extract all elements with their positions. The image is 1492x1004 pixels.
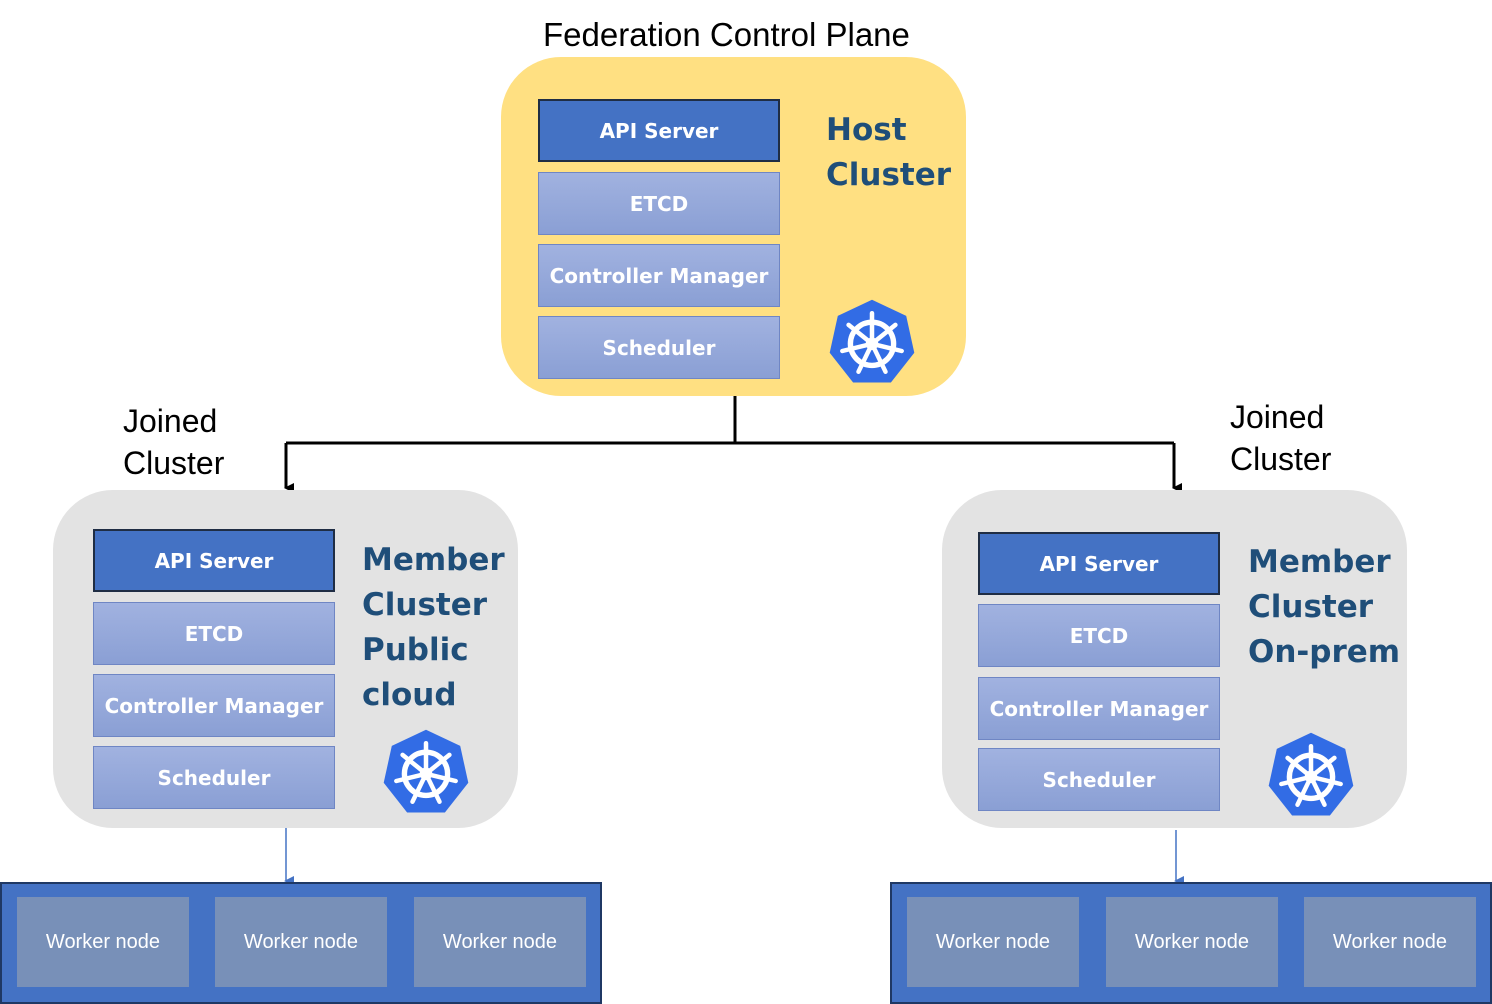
host-cluster-label: Host Cluster [826,108,951,198]
left-joined-cluster-label: Joined Cluster [123,400,224,484]
worker-node: Worker node [17,897,189,987]
worker-node: Worker node [1106,897,1278,987]
kubernetes-icon [1268,732,1354,816]
right-worker-node-group: Worker node Worker node Worker node [890,882,1492,1004]
right-label-line: Member [1248,544,1391,580]
joined-label-line: Cluster [123,445,225,481]
right-label-line: Cluster [1248,589,1374,625]
right-cluster-label: Member Cluster On-prem [1248,540,1400,675]
right-controller-manager: Controller Manager [978,677,1220,740]
left-worker-node-group: Worker node Worker node Worker node [0,882,602,1004]
right-api-server: API Server [978,532,1220,595]
worker-node: Worker node [215,897,387,987]
left-label-line: Member [362,542,505,578]
host-label-line: Cluster [826,157,952,193]
host-controller-manager: Controller Manager [538,244,780,307]
joined-label-line: Cluster [1230,441,1332,477]
right-joined-cluster-label: Joined Cluster [1230,396,1331,480]
right-label-line: On-prem [1248,634,1401,670]
kubernetes-icon [829,299,915,383]
page-title: Federation Control Plane [543,16,910,53]
left-api-server: API Server [93,529,335,592]
host-scheduler: Scheduler [538,316,780,379]
left-etcd: ETCD [93,602,335,665]
host-etcd: ETCD [538,172,780,235]
left-member-cluster-box: API Server ETCD Controller Manager Sched… [53,490,518,828]
worker-node: Worker node [1304,897,1476,987]
left-label-line: Public [362,632,469,668]
left-label-line: cloud [362,677,457,713]
left-scheduler: Scheduler [93,746,335,809]
host-label-line: Host [826,112,907,148]
left-controller-manager: Controller Manager [93,674,335,737]
left-label-line: Cluster [362,587,488,623]
worker-node: Worker node [414,897,586,987]
right-member-cluster-box: API Server ETCD Controller Manager Sched… [942,490,1407,828]
kubernetes-icon [383,729,469,813]
joined-label-line: Joined [123,403,218,439]
left-cluster-label: Member Cluster Public cloud [362,538,505,718]
host-api-server: API Server [538,99,780,162]
right-etcd: ETCD [978,604,1220,667]
joined-label-line: Joined [1230,399,1325,435]
host-cluster-box: API Server ETCD Controller Manager Sched… [501,57,966,396]
worker-node: Worker node [907,897,1079,987]
right-scheduler: Scheduler [978,748,1220,811]
